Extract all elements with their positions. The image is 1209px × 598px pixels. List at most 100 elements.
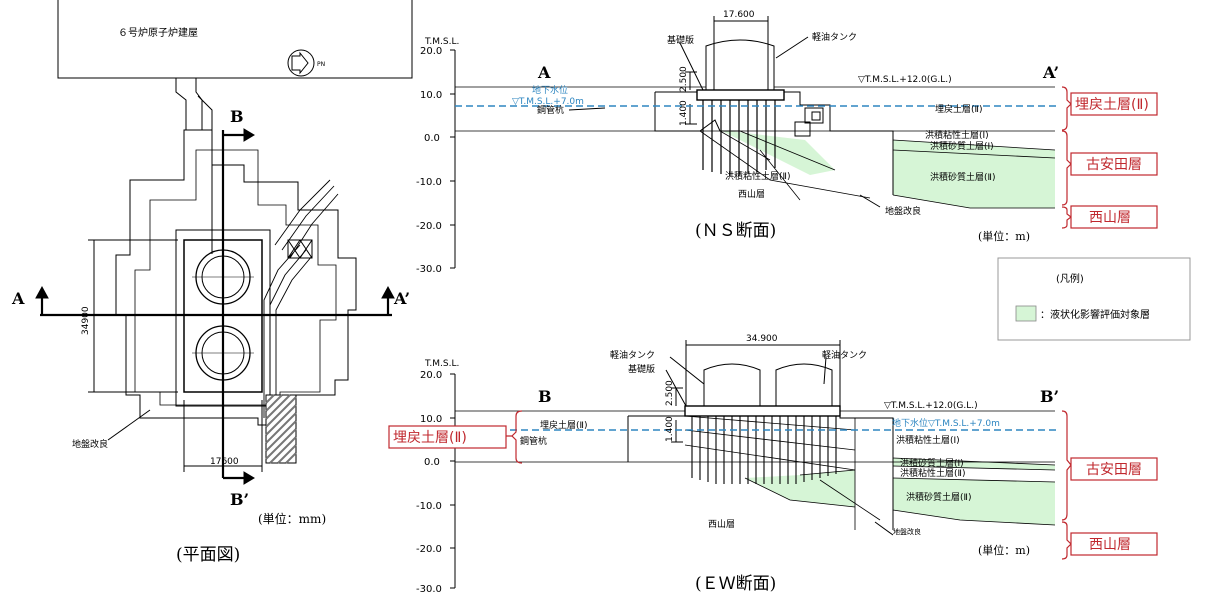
arrow-a-icon bbox=[35, 285, 49, 299]
ew-dil-sand-1: 洪積砂質土層(Ⅰ) bbox=[900, 457, 964, 469]
reactor-building-outline bbox=[57, 0, 413, 79]
ns-dil-sand-2: 洪積砂質土層(Ⅱ) bbox=[930, 171, 995, 183]
ew-fill-layer-label: 埋戻土層(Ⅱ) bbox=[540, 419, 587, 431]
ns-dil-sand-1: 洪積砂質土層(Ⅰ) bbox=[930, 140, 994, 152]
ew-mark-b-prime: B’ bbox=[1040, 387, 1059, 406]
ew-width-dim: 34.900 bbox=[746, 334, 778, 344]
ew-tank-left-label: 軽油タンク bbox=[610, 349, 655, 361]
pipe-route bbox=[175, 78, 203, 131]
plan-view: ６号炉原子炉建屋 PN 34900 17600 bbox=[35, 0, 413, 485]
stratum-fill-ew: 埋戻土層(Ⅱ) bbox=[393, 430, 467, 446]
ew-tick-minus30: -30.0 bbox=[416, 584, 442, 595]
ns-width-dim: 17.600 bbox=[723, 10, 755, 20]
ns-nishiyama-label: 西山層 bbox=[738, 189, 765, 200]
ew-unit: (単位：m) bbox=[978, 543, 1030, 557]
legend-title: (凡例) bbox=[1056, 272, 1084, 285]
ns-dim-slab: 2.500 bbox=[679, 66, 689, 92]
stratum-nishiyama-ew: 西山層 bbox=[1089, 537, 1131, 553]
stratum-box-fill-ew bbox=[388, 425, 507, 449]
ew-tank-right-icon bbox=[775, 363, 833, 407]
ns-foundation-slab-label: 基礎版 bbox=[667, 34, 694, 46]
north-label: PN bbox=[317, 61, 325, 68]
ew-nishiyama-label: 西山層 bbox=[708, 519, 735, 530]
ns-liquefaction-zone-sand2 bbox=[893, 140, 1055, 208]
legend-item-label: ：液状化影響評価対象層 bbox=[1040, 308, 1150, 321]
arrow-a-prime-icon bbox=[381, 285, 395, 299]
stratum-nishiyama-ns: 西山層 bbox=[1089, 210, 1131, 226]
ns-tank-icon bbox=[705, 39, 775, 91]
legend-box bbox=[997, 257, 1191, 341]
ns-dil-clay-1: 洪積粘性土層(Ⅰ) bbox=[925, 129, 989, 141]
ns-tank-label: 軽油タンク bbox=[812, 31, 857, 43]
ew-dil-sand-2: 洪積砂質土層(Ⅱ) bbox=[906, 491, 971, 503]
ew-layer-boundaries bbox=[684, 415, 1056, 530]
ew-tank-right-label: 軽油タンク bbox=[822, 349, 867, 361]
ns-width-dim-line bbox=[713, 16, 769, 90]
ew-dim-slab: 2.500 bbox=[665, 380, 675, 406]
ns-layer-boundaries bbox=[699, 130, 1056, 209]
ew-tank-left-icon bbox=[703, 363, 761, 407]
ns-ground-level: ▽T.M.S.L.+12.0(G.L.) bbox=[858, 75, 952, 85]
ns-excavation-outline bbox=[654, 91, 894, 195]
legend-swatch bbox=[1015, 305, 1037, 322]
ns-axis-title: T.M.S.L. bbox=[424, 37, 459, 47]
stratum-box-koyasuda-ew bbox=[1070, 457, 1158, 481]
ns-mark-a-prime: A’ bbox=[1042, 63, 1059, 82]
plan-section-b-prime: B’ bbox=[230, 490, 249, 509]
ns-steel-piles bbox=[702, 100, 776, 176]
ew-section bbox=[450, 340, 1060, 589]
ns-caption: (ＮＳ断面) bbox=[695, 221, 776, 241]
arrow-b-icon bbox=[243, 128, 255, 142]
ns-groundwater-label: 地下水位 bbox=[532, 84, 568, 96]
ns-fill-layer-label: 埋戻土層(Ⅱ) bbox=[935, 103, 982, 115]
plan-section-a: A bbox=[11, 289, 25, 308]
ew-foundation-slab-label: 基礎版 bbox=[628, 363, 655, 375]
ns-tick-10: 10.0 bbox=[420, 90, 442, 101]
dim-17600: 17600 bbox=[210, 457, 239, 467]
ew-tick-0: 0.0 bbox=[424, 457, 440, 468]
ew-liquefaction-zone-sand2 bbox=[893, 478, 1055, 525]
ns-tick-minus30: -30.0 bbox=[416, 264, 442, 275]
ew-steel-piles bbox=[691, 416, 837, 484]
ew-foundation-slab bbox=[684, 405, 841, 417]
ew-steel-pile-label: 鋼管杭 bbox=[520, 435, 547, 447]
ew-groundwater-label: 地下水位▽T.M.S.L.+7.0m bbox=[892, 417, 1000, 429]
plan-section-a-prime: A’ bbox=[393, 289, 410, 308]
ew-tick-minus10: -10.0 bbox=[416, 501, 442, 512]
ew-ground-improvement-label: 地盤改良 bbox=[893, 527, 921, 536]
plan-unit: (単位：mm) bbox=[258, 511, 326, 526]
ew-axis-title: T.M.S.L. bbox=[424, 359, 459, 369]
ns-axis bbox=[450, 49, 456, 269]
stratum-box-nishiyama-ew bbox=[1070, 532, 1158, 556]
ns-tick-minus10: -10.0 bbox=[416, 177, 442, 188]
section-line-aa bbox=[40, 296, 392, 317]
stratum-koyasuda-ew: 古安田層 bbox=[1086, 462, 1142, 478]
plan-caption: (平面図) bbox=[176, 545, 240, 565]
ns-tick-0: 0.0 bbox=[424, 133, 440, 144]
ew-mark-b: B bbox=[538, 387, 552, 406]
ew-tick-10: 10.0 bbox=[420, 414, 442, 425]
ew-caption: (ＥＷ断面) bbox=[695, 574, 776, 594]
hatched-zone bbox=[265, 394, 297, 464]
north-arrow-icon: PN bbox=[287, 49, 325, 77]
ns-tick-minus20: -20.0 bbox=[416, 221, 442, 232]
ew-dim-pile: 1.400 bbox=[665, 416, 675, 442]
stratum-koyasuda-ns: 古安田層 bbox=[1086, 157, 1142, 173]
ew-ground-level: ▽T.M.S.L.+12.0(G.L.) bbox=[884, 401, 978, 411]
plan-ground-improvement-label: 地盤改良 bbox=[72, 438, 108, 450]
ns-unit: (単位：m) bbox=[978, 229, 1030, 243]
ns-ground-improvement-label: 地盤改良 bbox=[885, 205, 921, 217]
stratum-box-nishiyama-ns bbox=[1070, 205, 1158, 229]
ns-section bbox=[450, 16, 1060, 269]
plan-section-b: B bbox=[230, 107, 244, 126]
reactor-building-label: ６号炉原子炉建屋 bbox=[118, 26, 198, 39]
ns-dil-clay-2: 洪積粘性土層(Ⅱ) bbox=[725, 170, 790, 182]
ns-foundation-slab bbox=[696, 89, 785, 101]
stratum-box-koyasuda-ns bbox=[1070, 152, 1158, 176]
section-line-bb bbox=[221, 130, 246, 480]
ew-tick-20: 20.0 bbox=[420, 370, 442, 381]
ew-dil-clay-2: 洪積粘性土層(Ⅱ) bbox=[900, 467, 965, 479]
ns-tick-20: 20.0 bbox=[420, 46, 442, 57]
ns-liquefaction-zone-sand1 bbox=[720, 130, 835, 175]
